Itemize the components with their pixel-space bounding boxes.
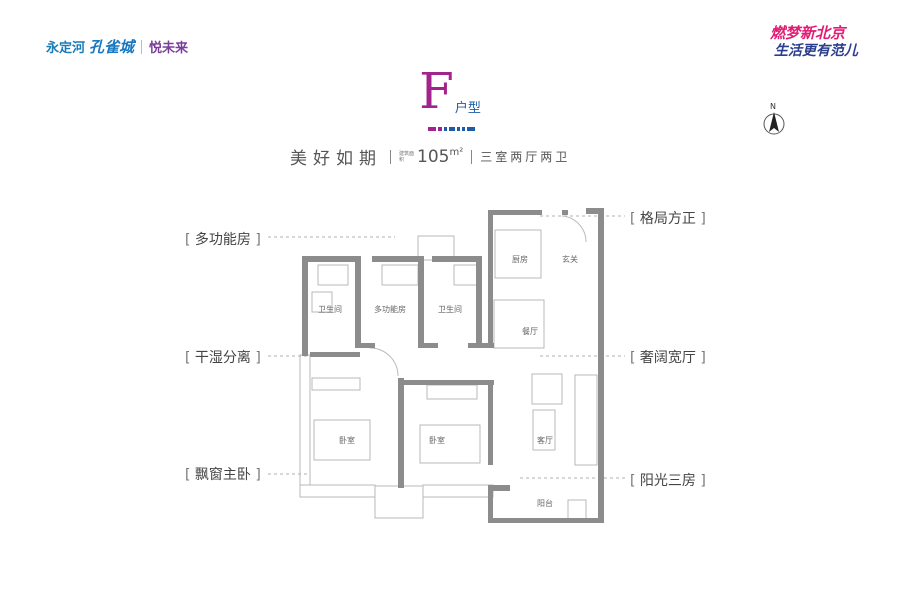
slogan-line-2: 生活更有范儿 [774, 43, 858, 59]
callout-multi-room: [ 多功能房 ] [185, 232, 261, 248]
north-compass: N [760, 102, 788, 138]
walls [302, 208, 604, 523]
room-entry: 玄关 [562, 254, 578, 264]
unit-type-letter: F [419, 62, 454, 120]
callout-dry-wet: [ 干湿分离 ] [185, 350, 261, 366]
callout-multi-room-text: 多功能房 [194, 232, 251, 248]
room-bedroom-1: 卧室 [339, 435, 355, 445]
slogan-logo: 燃梦新北京 生活更有范儿 [770, 24, 870, 60]
room-bedroom-2: 卧室 [429, 435, 445, 445]
unit-type-heading: F 户型 [400, 66, 500, 116]
callout-living-text: 奢阔宽厅 [639, 350, 696, 366]
logo-part-3: 悦未来 [149, 41, 189, 56]
room-living: 客厅 [537, 435, 553, 445]
area-unit: m² [449, 146, 464, 158]
spec-divider [390, 149, 391, 164]
room-dining: 餐厅 [522, 327, 538, 336]
room-balcony: 阳台 [537, 498, 553, 508]
logo-part-1: 永定河 [46, 41, 86, 56]
area-label: 建筑面积 [399, 150, 415, 163]
compass-label: N [770, 102, 776, 111]
room-bath-2: 卫生间 [438, 304, 462, 314]
spec-line: 美好如期 建筑面积 105m² 三室两厅两卫 [290, 144, 630, 170]
unit-type-label: 户型 [454, 101, 481, 116]
slogan-line-1: 燃梦新北京 [770, 24, 846, 42]
callout-sunny: [ 阳光三房 ] [630, 473, 706, 489]
callout-sunny-text: 阳光三房 [639, 473, 696, 489]
callout-living: [ 奢阔宽厅 ] [630, 350, 706, 366]
callout-bay-master: [ 飘窗主卧 ] [185, 467, 261, 483]
compass-arrow-icon [763, 112, 785, 135]
room-kitchen: 厨房 [512, 254, 528, 264]
room-bath-1: 卫生间 [318, 304, 342, 314]
callout-layout-text: 格局方正 [639, 211, 696, 227]
callout-bay-master-text: 飘窗主卧 [194, 467, 251, 483]
room-multi: 多功能房 [374, 304, 406, 314]
leader-lines [268, 215, 625, 479]
decorative-bar [428, 118, 478, 131]
spec-divider [471, 149, 473, 164]
logo-part-2: 孔雀城 [89, 38, 135, 56]
unit-name: 美好如期 [290, 149, 382, 169]
room-count: 三室两厅两卫 [480, 150, 571, 164]
developer-logo: 永定河 孔雀城 悦未来 [46, 36, 188, 57]
callout-layout: [ 格局方正 ] [630, 211, 706, 227]
logo-divider [141, 39, 143, 54]
area-value: 105m² [417, 147, 463, 167]
callout-dry-wet-text: 干湿分离 [194, 350, 251, 366]
area-number: 105 [417, 146, 450, 167]
